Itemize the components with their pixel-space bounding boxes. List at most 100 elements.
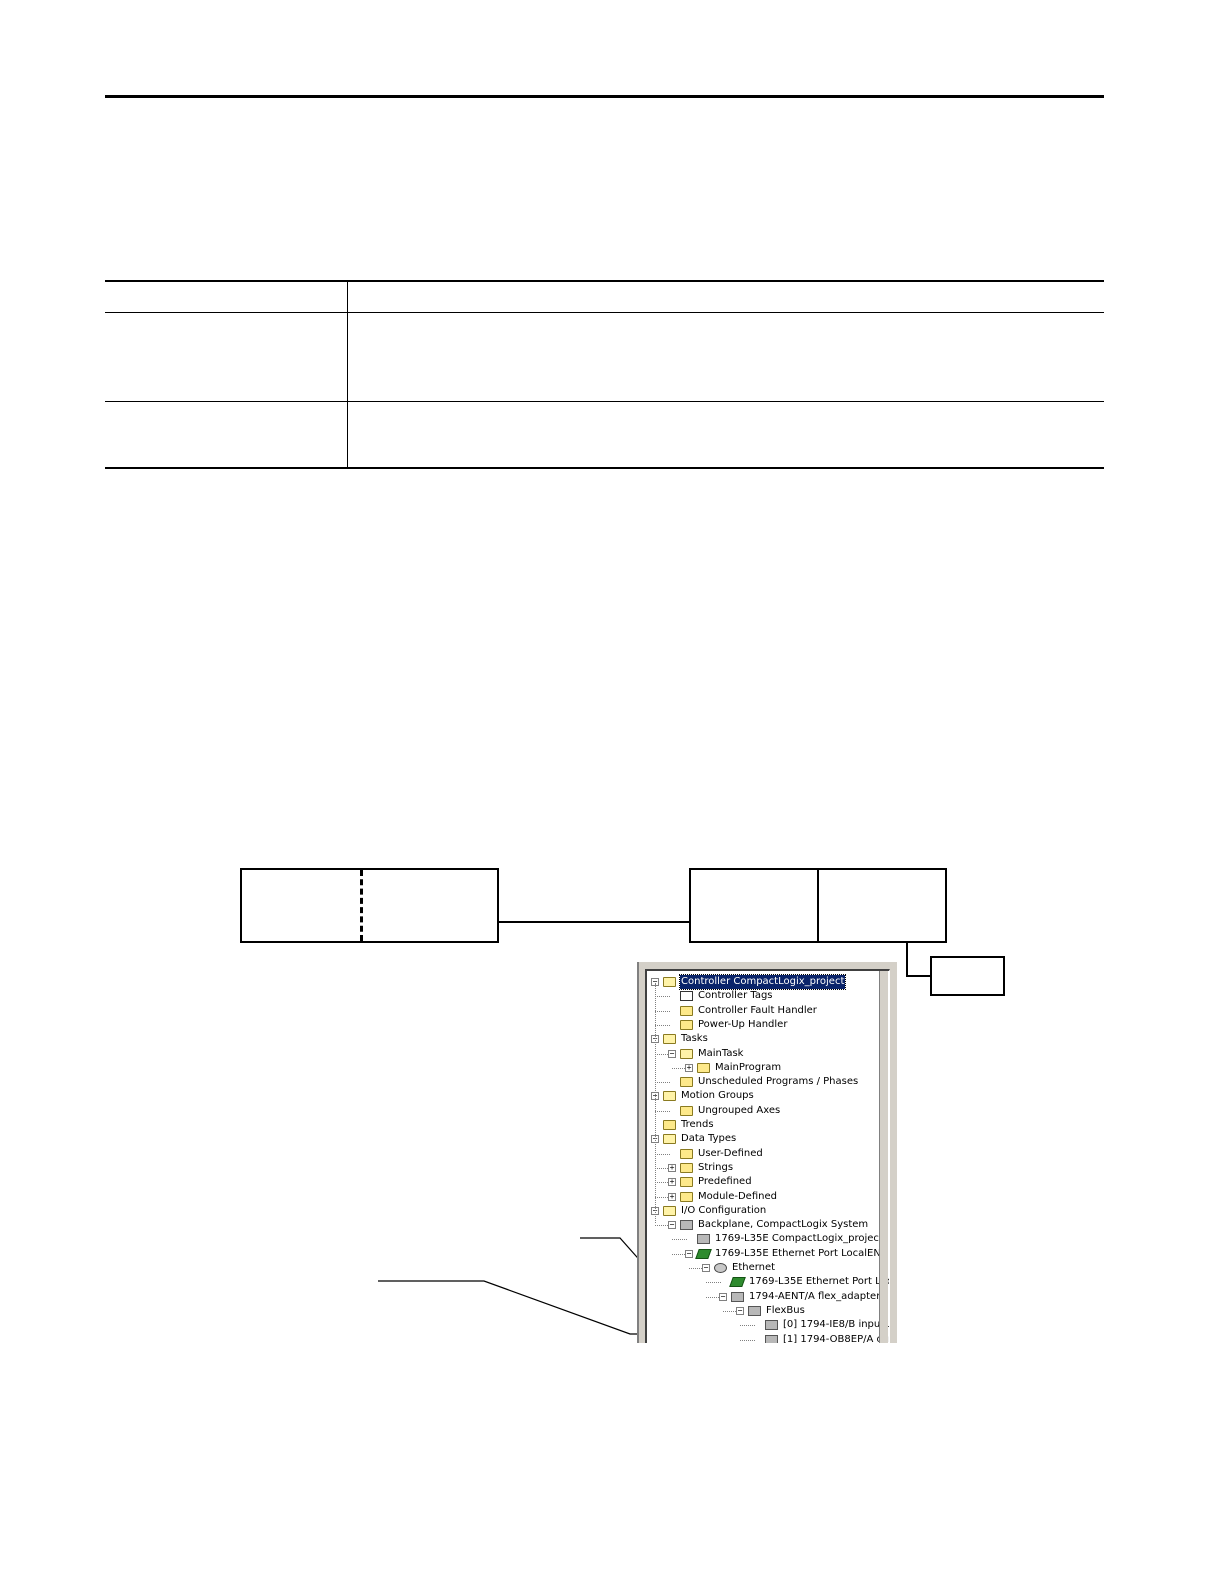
tree-connector <box>740 1339 755 1341</box>
tree-item-label: FlexBus <box>766 1304 805 1316</box>
backplane-icon <box>680 1220 693 1231</box>
tree-item[interactable]: [1] 1794-OB8EP/A out <box>765 1333 890 1344</box>
tree-item[interactable]: Power-Up Handler <box>680 1018 788 1032</box>
tree-item[interactable]: I/O Configuration <box>663 1204 767 1218</box>
tree-item-label: MainProgram <box>715 1061 782 1073</box>
tree-item[interactable]: [0] 1794-IE8/B input1 <box>765 1318 890 1332</box>
tree-item-label: 1769-L35E CompactLogix_project <box>715 1233 883 1245</box>
datatype-folder-icon <box>680 1162 693 1173</box>
tree-item-label: 1769-L35E Ethernet Port LocalENB <box>715 1247 888 1259</box>
collapse-toggle-icon[interactable]: − <box>685 1248 693 1258</box>
tree-item[interactable]: Controller Tags <box>680 989 774 1003</box>
expand-toggle-icon[interactable]: + <box>685 1062 693 1072</box>
expand-toggle-icon[interactable]: + <box>668 1162 676 1172</box>
tree-connector <box>655 1110 670 1112</box>
tree-item[interactable]: Data Types <box>663 1132 737 1146</box>
tree-connector <box>706 1282 721 1284</box>
folder-icon <box>663 1120 676 1130</box>
tree-trunk <box>655 983 656 1223</box>
folder-icon <box>680 1077 693 1088</box>
tree-item[interactable]: Trends <box>663 1118 715 1132</box>
collapse-toggle-icon[interactable]: − <box>736 1305 744 1315</box>
tree-connector <box>689 1268 704 1269</box>
ethernet-port-icon <box>695 1248 712 1259</box>
tree-item[interactable]: Strings <box>680 1161 734 1175</box>
folder-open-icon <box>663 1134 676 1145</box>
tree-item[interactable]: MainProgram <box>697 1061 782 1075</box>
folder-open-icon <box>663 1034 676 1045</box>
tree-connector <box>655 1082 670 1084</box>
controller-block-divider <box>360 870 363 941</box>
network-icon <box>714 1263 727 1273</box>
tree-connector <box>655 1010 670 1012</box>
tree-item-label: 1769-L35E Ethernet Port Loca <box>749 1276 890 1288</box>
tree-item[interactable]: Module-Defined <box>680 1190 778 1204</box>
tree-item[interactable]: Controller CompactLogix_project <box>663 974 847 990</box>
tree-item-label: Unscheduled Programs / Phases <box>698 1076 859 1088</box>
tree-item-label: [1] 1794-OB8EP/A out <box>783 1333 890 1344</box>
tree-item-label: Module-Defined <box>698 1190 777 1202</box>
tree-item[interactable]: 1769-L35E CompactLogix_project <box>697 1232 884 1246</box>
folder-open-icon <box>663 1205 676 1216</box>
io-module-icon <box>765 1320 778 1331</box>
tree-item-label: Ethernet <box>732 1262 776 1273</box>
tree-item[interactable]: Motion Groups <box>663 1089 755 1103</box>
folder-icon <box>680 1105 693 1116</box>
tree-item[interactable]: 1769-L35E Ethernet Port Loca <box>729 1275 890 1289</box>
tree-item[interactable]: 1794-AENT/A flex_adapter <box>731 1290 881 1304</box>
collapse-toggle-icon[interactable]: − <box>719 1291 727 1301</box>
tree-item[interactable]: Unscheduled Programs / Phases <box>680 1075 859 1089</box>
tree-item[interactable]: Controller Fault Handler <box>680 1004 818 1018</box>
expand-toggle-icon[interactable]: + <box>668 1191 676 1201</box>
ethernet-link <box>499 921 689 923</box>
folder-open-icon <box>663 1091 676 1102</box>
tree-connector <box>672 1253 687 1255</box>
flexbus-icon <box>748 1305 761 1316</box>
tree-item-label: [0] 1794-IE8/B input1 <box>783 1319 890 1331</box>
tree-connector <box>655 1196 670 1198</box>
table-bottom-border <box>105 467 1104 469</box>
folder-open-icon <box>663 977 676 987</box>
tree-item[interactable]: Ethernet <box>714 1261 776 1275</box>
datatype-folder-icon <box>680 1191 693 1202</box>
expand-toggle-icon[interactable]: + <box>668 1177 676 1187</box>
tree-connector <box>655 1053 670 1055</box>
tree-connector <box>655 1167 670 1169</box>
tree-item-label: Tasks <box>681 1033 708 1045</box>
collapse-toggle-icon[interactable]: − <box>668 1220 676 1230</box>
tree-connector <box>740 1325 755 1327</box>
table-row-divider <box>105 401 1104 402</box>
header-rule <box>105 95 1104 98</box>
tree-item[interactable]: Ungrouped Axes <box>680 1104 781 1118</box>
tree-item[interactable]: 1769-L35E Ethernet Port LocalENB <box>695 1247 889 1261</box>
tree-item[interactable]: Backplane, CompactLogix System <box>680 1218 869 1232</box>
tree-connector <box>672 1239 687 1241</box>
tree-item[interactable]: MainTask <box>680 1047 744 1061</box>
tree-item[interactable]: Predefined <box>680 1175 753 1189</box>
tree-item[interactable]: FlexBus <box>748 1304 806 1318</box>
tree-item-label: I/O Configuration <box>681 1204 767 1216</box>
tree-item-label: Trends <box>681 1119 714 1130</box>
table-top-border <box>105 280 1104 282</box>
tree-scrollbar[interactable] <box>879 971 888 1343</box>
tree-item[interactable]: User-Defined <box>680 1147 764 1161</box>
datatype-folder-icon <box>680 1177 693 1188</box>
program-folder-icon <box>697 1062 710 1073</box>
module-link-vertical <box>906 943 908 976</box>
datatype-folder-icon <box>680 1148 693 1159</box>
table-column-divider <box>347 281 348 468</box>
collapse-toggle-icon[interactable]: − <box>668 1048 676 1058</box>
tree-item-label: Controller CompactLogix_project <box>678 974 847 990</box>
io-module-block <box>930 956 1005 996</box>
tree-item-label: Ungrouped Axes <box>698 1104 781 1116</box>
tree-connector <box>672 1067 687 1069</box>
collapse-toggle-icon[interactable]: − <box>702 1263 710 1272</box>
tree-connector <box>655 1153 670 1155</box>
panel-edge <box>637 962 639 1343</box>
tree-connector <box>655 1024 670 1026</box>
tree-item[interactable]: Tasks <box>663 1032 709 1046</box>
module-link-horizontal <box>906 975 931 977</box>
tree-item-label: Data Types <box>681 1133 737 1145</box>
